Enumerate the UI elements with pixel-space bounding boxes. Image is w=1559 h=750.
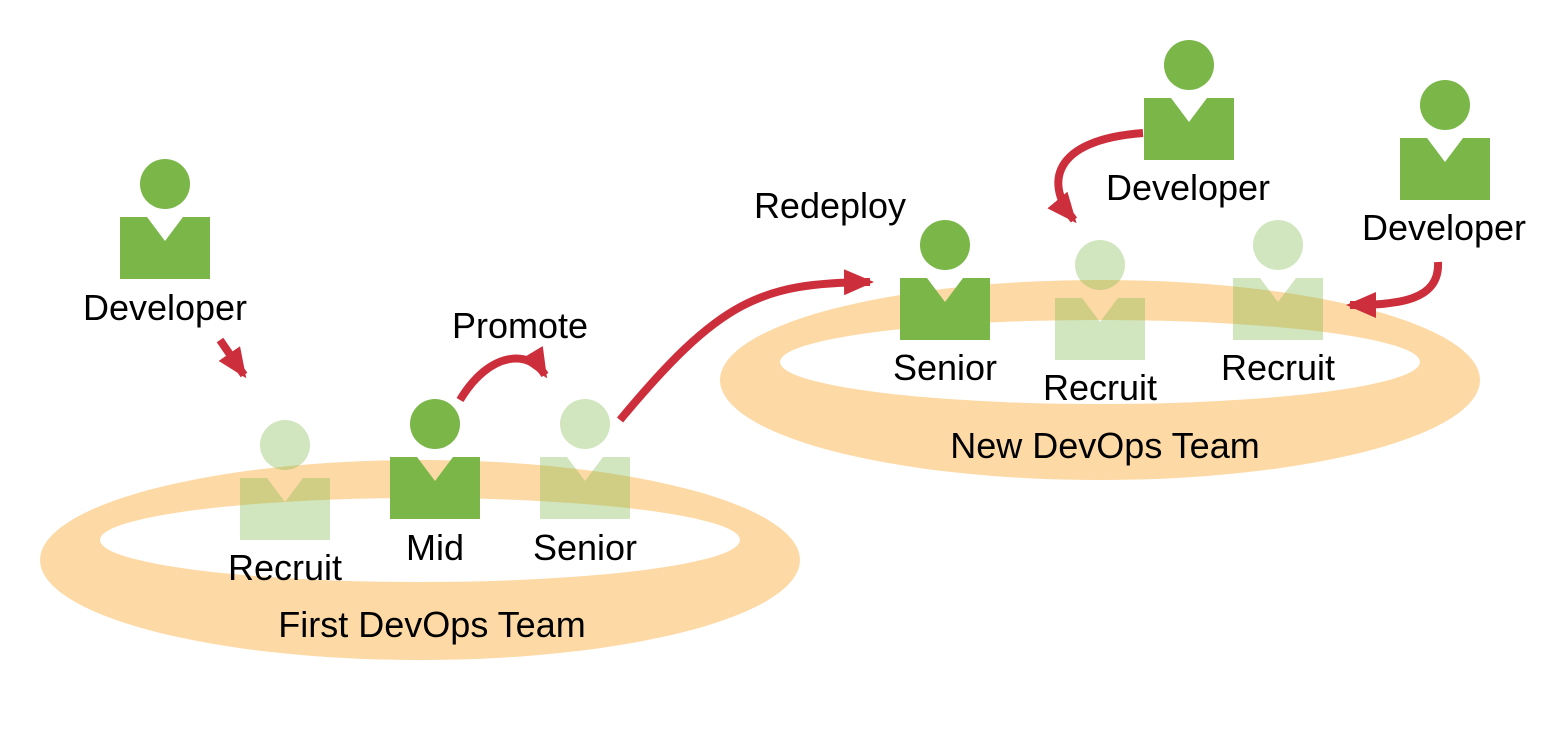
join-arrow-right	[1346, 261, 1443, 318]
developer-left-icon	[120, 159, 210, 279]
senior-new-icon	[900, 220, 990, 340]
recruit-first-label: Recruit	[228, 547, 342, 588]
recruit-new-center-label: Recruit	[1043, 367, 1157, 408]
redeploy-arrow	[616, 269, 874, 423]
developer-top-label: Developer	[1106, 167, 1270, 208]
first-team-label: First DevOps Team	[278, 604, 585, 645]
senior-new-label: Senior	[893, 347, 997, 388]
developer-right-label: Developer	[1362, 207, 1526, 248]
new-team-label: New DevOps Team	[950, 425, 1259, 466]
senior-first-icon	[540, 399, 630, 519]
mid-first-label: Mid	[406, 527, 464, 568]
recruit-first-icon	[240, 420, 330, 540]
first-team-ring	[40, 460, 800, 660]
senior-first-label: Senior	[533, 527, 637, 568]
join-arrow-left	[216, 337, 248, 379]
developer-right-icon	[1400, 80, 1490, 200]
recruit-new-center-icon	[1055, 240, 1145, 360]
mid-first-icon	[390, 399, 480, 519]
recruit-new-right-label: Recruit	[1221, 347, 1335, 388]
recruit-new-right-icon	[1233, 220, 1323, 340]
join-arrow-top	[1047, 129, 1144, 224]
developer-top-icon	[1144, 40, 1234, 160]
promote-label: Promote	[452, 305, 588, 346]
promote-arrow	[456, 346, 549, 403]
redeploy-label: Redeploy	[754, 185, 906, 226]
developer-left-label: Developer	[83, 287, 247, 328]
